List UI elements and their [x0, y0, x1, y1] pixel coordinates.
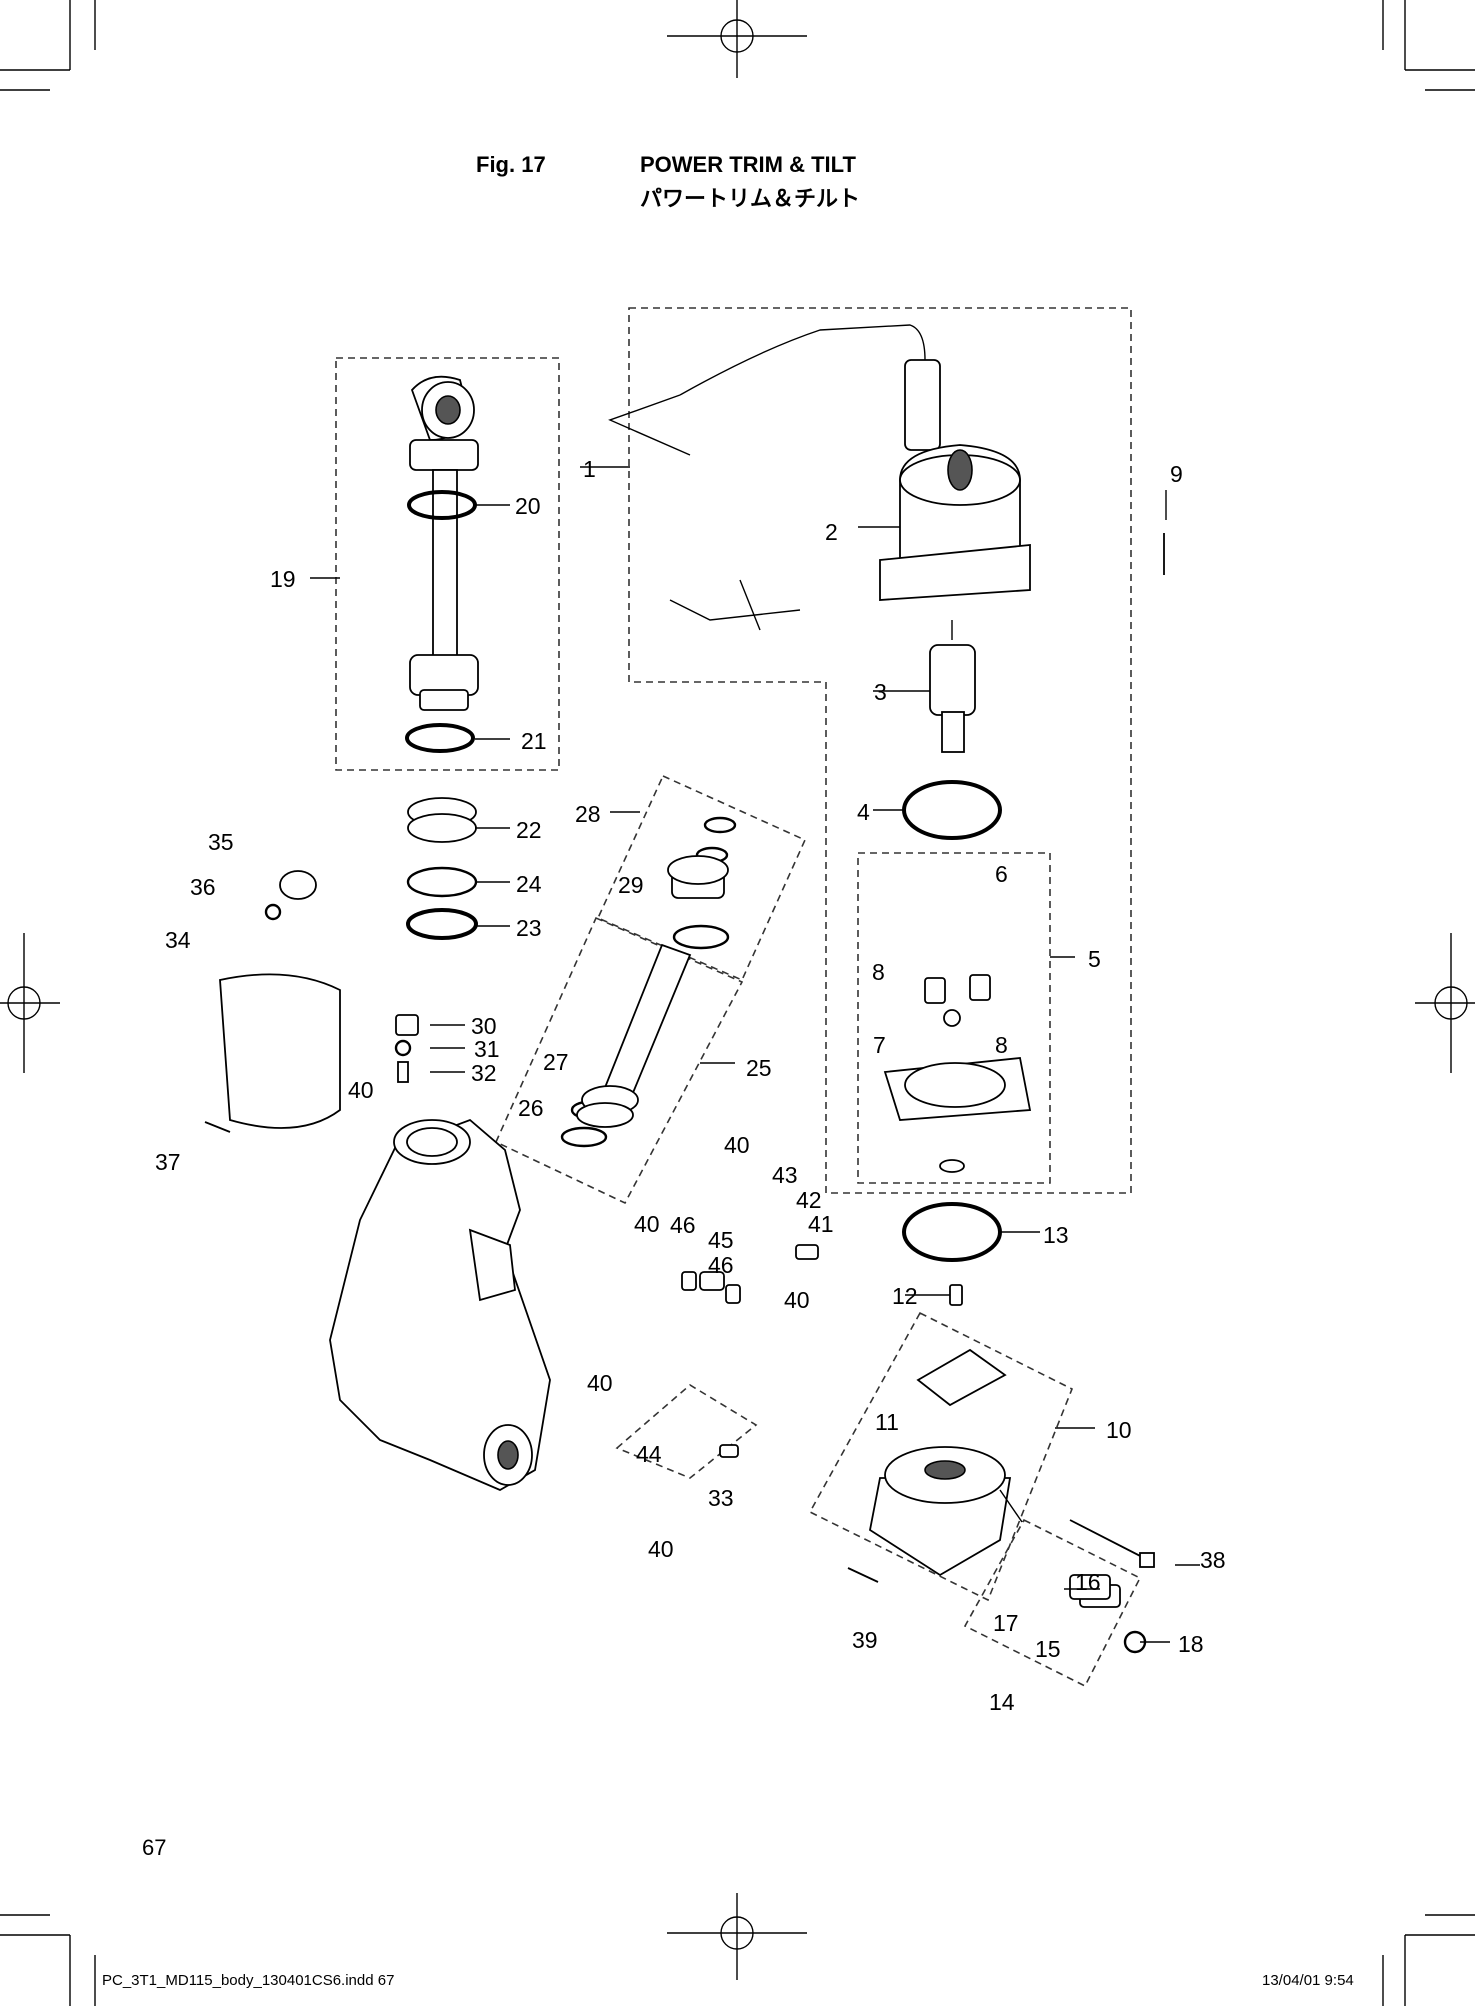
- callout-39: 39: [852, 1627, 878, 1653]
- callout-38: 38: [1200, 1547, 1226, 1573]
- callout-12: 12: [892, 1283, 918, 1309]
- callout-28: 28: [575, 801, 601, 827]
- callout-40b: 40: [724, 1132, 750, 1158]
- callout-7: 7: [873, 1032, 886, 1058]
- callout-34: 34: [165, 927, 191, 953]
- callout-19: 19: [270, 566, 296, 592]
- callout-23: 23: [516, 915, 542, 941]
- callout-26: 26: [518, 1095, 544, 1121]
- callout-24: 24: [516, 871, 542, 897]
- callout-22: 22: [516, 817, 542, 843]
- callout-15: 15: [1035, 1636, 1061, 1662]
- callout-46b: 46: [708, 1252, 734, 1278]
- callout-44: 44: [636, 1441, 662, 1467]
- footer-timestamp: 13/04/01 9:54: [1262, 1972, 1354, 1989]
- callout-40d: 40: [784, 1287, 810, 1313]
- callout-11: 11: [875, 1409, 899, 1435]
- group-outlines: [335, 307, 1142, 1688]
- callout-8a: 8: [872, 959, 885, 985]
- tilt-ram-assembly: [409, 375, 479, 711]
- brush-holder-assembly: [883, 974, 1032, 1173]
- fittings-and-screws: [204, 533, 1165, 1654]
- callout-30: 30: [471, 1013, 497, 1039]
- callout-3: 3: [874, 679, 887, 705]
- callout-13: 13: [1043, 1222, 1069, 1248]
- callout-16: 16: [1075, 1569, 1101, 1595]
- callout-33: 33: [708, 1485, 734, 1511]
- callout-46a: 46: [670, 1212, 696, 1238]
- trim-ram-assembly: [576, 855, 729, 1128]
- callout-40f: 40: [648, 1536, 674, 1562]
- figure-subtitle-japanese: パワートリム＆チルト: [640, 187, 861, 212]
- callout-27: 27: [543, 1049, 569, 1075]
- callout-32: 32: [471, 1060, 497, 1086]
- callout-45: 45: [708, 1227, 734, 1253]
- callout-31: 31: [474, 1036, 500, 1062]
- callout-17: 17: [993, 1610, 1019, 1636]
- callout-40e: 40: [587, 1370, 613, 1396]
- page-number: 67: [142, 1835, 167, 1860]
- callout-35: 35: [208, 829, 234, 855]
- callout-4: 4: [857, 799, 870, 825]
- pump-assembly: [869, 1284, 1012, 1577]
- callout-43: 43: [772, 1162, 798, 1188]
- callout-8b: 8: [995, 1032, 1008, 1058]
- callout-40c: 40: [634, 1211, 660, 1237]
- callout-21: 21: [521, 728, 547, 754]
- registration-mark-left: [0, 933, 60, 1073]
- callout-40a: 40: [348, 1077, 374, 1103]
- callout-labels: 1 2 3 4 5 6 7 8 8 9 10 11 12 13 14 15 16…: [155, 456, 1226, 1715]
- callout-5: 5: [1088, 946, 1101, 972]
- callout-37: 37: [155, 1149, 181, 1175]
- registration-mark-bottom: [667, 1893, 807, 1980]
- callout-10: 10: [1106, 1417, 1132, 1443]
- callout-9: 9: [1170, 461, 1183, 487]
- callout-18: 18: [1178, 1631, 1204, 1657]
- motor-assembly: [608, 324, 1031, 753]
- callout-14: 14: [989, 1689, 1015, 1715]
- registration-mark-right: [1415, 933, 1475, 1073]
- callout-1: 1: [583, 456, 596, 482]
- callout-42: 42: [796, 1187, 822, 1213]
- footer-file-name: PC_3T1_MD115_body_130401CS6.indd 67: [102, 1972, 395, 1989]
- callout-2: 2: [825, 519, 838, 545]
- callout-41: 41: [808, 1211, 834, 1237]
- registration-mark-top: [667, 0, 807, 78]
- callout-25: 25: [746, 1055, 772, 1081]
- callout-36: 36: [190, 874, 216, 900]
- callout-6: 6: [995, 861, 1008, 887]
- leader-lines: [310, 466, 1200, 1643]
- callout-29: 29: [618, 872, 644, 898]
- figure-title: POWER TRIM & TILT: [640, 152, 856, 177]
- figure-number: Fig. 17: [476, 152, 546, 177]
- tilt-cylinder-body: [329, 1118, 551, 1492]
- callout-20: 20: [515, 493, 541, 519]
